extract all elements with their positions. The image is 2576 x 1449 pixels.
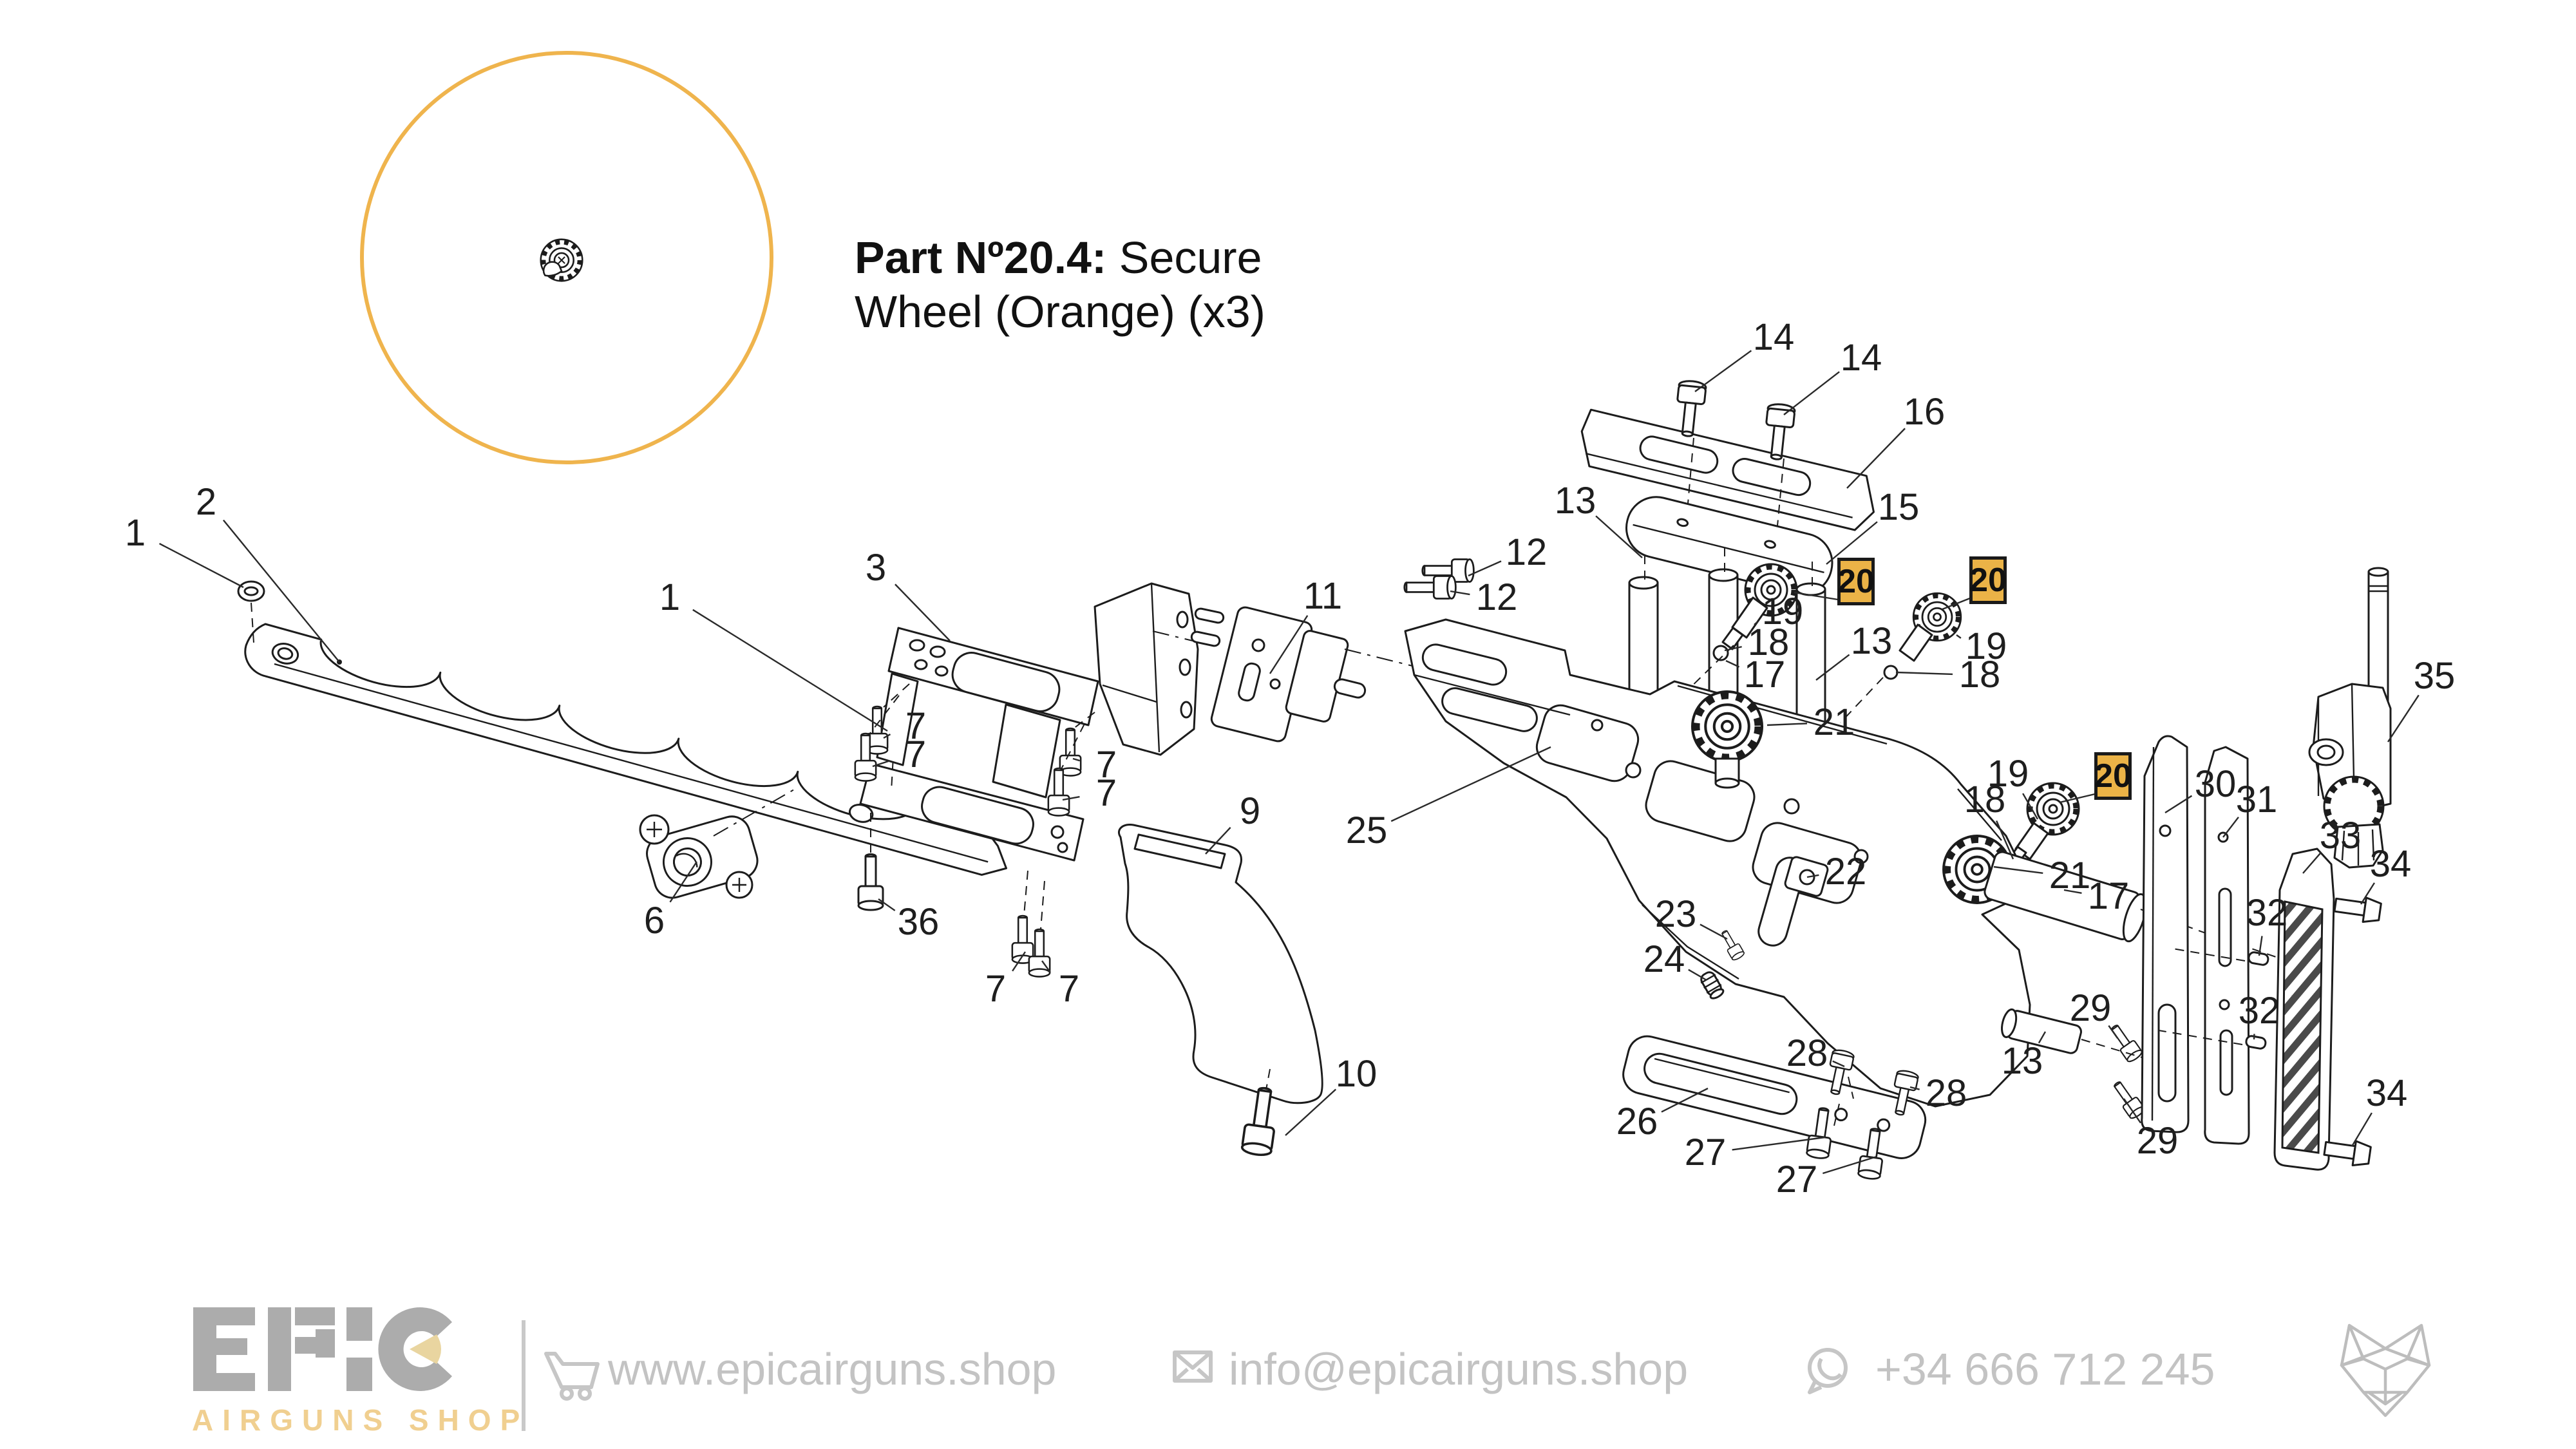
part-callout-13: 13 <box>1554 480 1596 522</box>
part-callout-7: 7 <box>905 705 927 747</box>
bracket-3 <box>876 627 1099 799</box>
screw-34 <box>2333 896 2382 923</box>
part-callout-1: 1 <box>124 512 146 554</box>
part-callout-17: 17 <box>1743 654 1786 696</box>
bag-rider-26 <box>1622 1035 1927 1159</box>
secure-wheel-icon <box>540 238 583 282</box>
part-callout-7: 7 <box>1058 968 1080 1010</box>
part-callout-27: 27 <box>1684 1132 1727 1173</box>
secure-wheel-20a <box>1712 564 1797 661</box>
phone-number[interactable]: +34 666 712 245 <box>1875 1344 2215 1394</box>
part-number: Part Nº20.4: <box>855 232 1107 283</box>
email-link[interactable]: info@epicairguns.shop <box>1229 1344 1689 1394</box>
monopod-35 <box>2308 567 2392 869</box>
grip-tower <box>1094 582 1199 756</box>
part-callout-14: 14 <box>1840 337 1882 379</box>
part-callout-19: 19 <box>1987 753 2029 795</box>
part-callout-6: 6 <box>643 900 665 942</box>
part-callout-18: 18 <box>1964 779 2006 820</box>
part-callout-2: 2 <box>195 481 217 523</box>
textured-grip-plate-33 <box>2273 848 2335 1171</box>
magnifier-circle <box>360 51 773 464</box>
spacer-plate-30 <box>2141 735 2190 1133</box>
part-callout-21: 21 <box>1813 701 1855 743</box>
part-callout-7: 7 <box>1095 744 1117 786</box>
part-callout-11: 11 <box>1303 575 1343 617</box>
logo-subtitle: AIRGUNS SHOP <box>192 1403 529 1437</box>
screw-12 <box>1403 575 1457 600</box>
highlighted-part-20-box: 20 <box>1837 558 1875 605</box>
part-callout-29: 29 <box>2136 1120 2179 1162</box>
screw-34 <box>2323 1140 2372 1166</box>
washer-part1-a <box>237 580 265 602</box>
part-callout-28: 28 <box>1786 1032 1828 1074</box>
part-callout-36: 36 <box>897 901 940 943</box>
part-callout-32: 32 <box>2246 892 2288 934</box>
trigger-assembly <box>1190 606 1367 743</box>
footer-divider <box>522 1320 526 1431</box>
part-callout-13: 13 <box>2001 1040 2043 1082</box>
website-link[interactable]: www.epicairguns.shop <box>608 1344 1057 1394</box>
part-callout-7: 7 <box>905 734 927 775</box>
part-callout-16: 16 <box>1903 391 1946 433</box>
part-callout-33: 33 <box>2319 815 2362 857</box>
highlighted-part-20-box: 20 <box>1969 556 2007 604</box>
part-callout-28: 28 <box>1925 1072 1967 1114</box>
part-callout-34: 34 <box>2369 843 2412 885</box>
screw-7 <box>1011 914 1034 964</box>
part-callout-26: 26 <box>1616 1101 1658 1142</box>
highlighted-part-20-box: 20 <box>2094 752 2132 800</box>
part-callout-13: 13 <box>1850 620 1893 662</box>
part-description: Secure Wheel (Orange) (x3) <box>855 232 1265 337</box>
pistol-grip <box>1118 823 1323 1104</box>
part-callout-15: 15 <box>1877 486 1920 528</box>
part-callout-3: 3 <box>865 547 887 589</box>
part-callout-21: 21 <box>2049 855 2091 896</box>
part-callout-34: 34 <box>2365 1072 2408 1114</box>
part-callout-35: 35 <box>2413 655 2456 697</box>
screw-36 <box>857 853 884 911</box>
part-note: Part Nº20.4: Secure Wheel (Orange) (x3) <box>855 231 1312 339</box>
elevation-wheel-21 <box>1692 692 1762 789</box>
part-callout-23: 23 <box>1654 893 1697 935</box>
screw-14 <box>1672 379 1708 439</box>
part-callout-12: 12 <box>1475 576 1518 618</box>
part-callout-12: 12 <box>1505 531 1548 573</box>
part-callout-25: 25 <box>1345 810 1388 851</box>
part-callout-7: 7 <box>1095 772 1117 814</box>
part-callout-24: 24 <box>1643 938 1685 980</box>
screw-29 <box>2108 1077 2147 1121</box>
part-callout-31: 31 <box>2235 779 2278 820</box>
pin-32 <box>2245 951 2269 1050</box>
part-callout-9: 9 <box>1239 790 1261 832</box>
part-callout-32: 32 <box>2238 990 2280 1032</box>
part-callout-10: 10 <box>1335 1053 1378 1095</box>
part-callout-19: 19 <box>1965 625 2007 667</box>
rail-rear-plate <box>859 762 1084 862</box>
screw-29 <box>2106 1021 2145 1065</box>
part-callout-29: 29 <box>2069 987 2112 1029</box>
part-callout-30: 30 <box>2194 763 2237 805</box>
part-callout-22: 22 <box>1824 851 1867 893</box>
secure-wheel-20b <box>1883 593 1961 680</box>
part-callout-1: 1 <box>659 576 681 618</box>
part-callout-27: 27 <box>1776 1159 1818 1200</box>
part-callout-18: 18 <box>1958 654 2001 696</box>
part-callout-18: 18 <box>1747 621 1790 663</box>
part-callout-7: 7 <box>985 968 1007 1010</box>
part-callout-17: 17 <box>2087 875 2130 917</box>
part-callout-14: 14 <box>1752 316 1795 358</box>
